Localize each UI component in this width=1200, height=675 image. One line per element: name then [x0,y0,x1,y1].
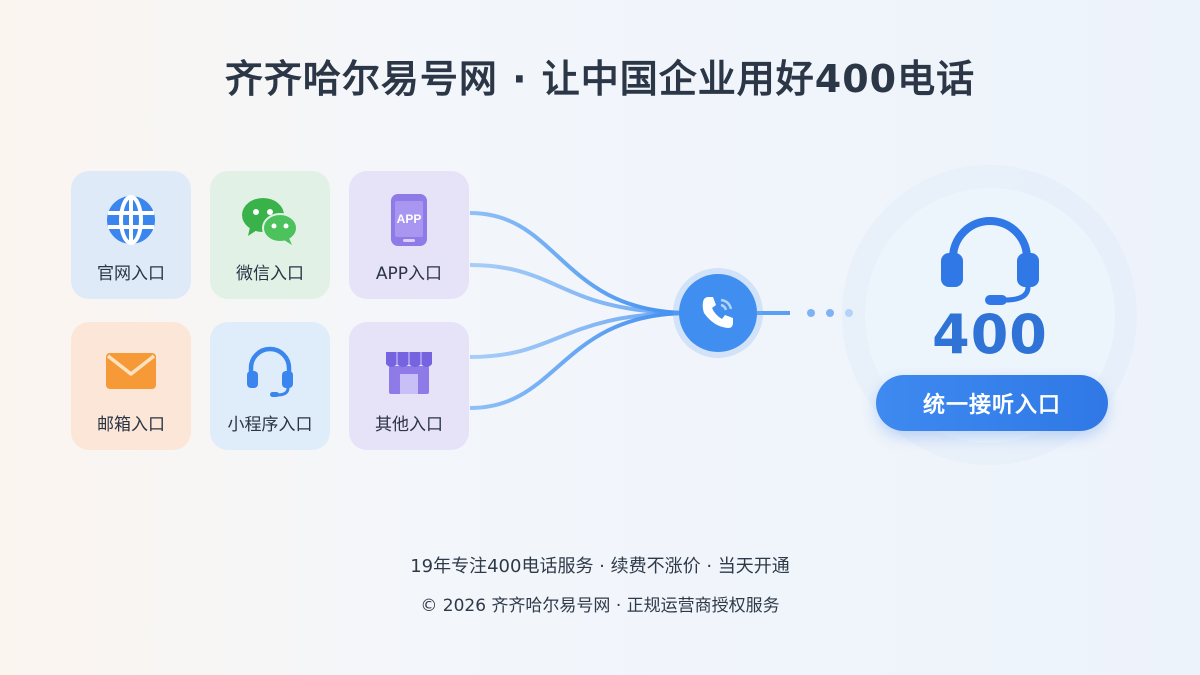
entry-label: APP入口 [375,264,443,284]
dot [807,309,815,317]
phone-icon [702,297,733,328]
entry-label: 官网入口 [97,264,165,284]
page-title: 齐齐哈尔易号网 · 让中国企业用好400电话 [224,57,976,101]
entry-miniprogram[interactable]: 小程序入口 [210,322,330,450]
unified-answer-button[interactable]: 统一接听入口 [876,375,1108,431]
connector-line [469,211,691,315]
entry-label: 微信入口 [236,264,304,284]
dot [826,309,834,317]
headset-icon [941,217,1039,305]
svg-text:APP: APP [397,212,422,226]
entry-wechat[interactable]: 微信入口 [210,171,330,299]
globe-icon [107,195,155,245]
entry-label: 小程序入口 [227,415,313,435]
entry-label: 其他入口 [375,415,443,435]
entry-label: 邮箱入口 [97,415,165,435]
app-phone-icon: APP [391,194,427,246]
connector-line [469,311,691,410]
footer-copyright: © 2026 齐齐哈尔易号网 · 正规运营商授权服务 [420,596,780,616]
connector-line [469,263,691,315]
footer-tagline: 19年专注400电话服务 · 续费不涨价 · 当天开通 [410,556,790,577]
wechat-icon [242,198,298,245]
connector-line [469,311,691,359]
envelope-icon [106,353,156,389]
entry-mail[interactable]: 邮箱入口 [71,322,191,450]
number-400: 400 [932,303,1048,366]
storefront-icon [386,352,432,394]
entry-web[interactable]: 官网入口 [71,171,191,299]
entry-app[interactable]: APP APP入口 [349,171,469,299]
headset-icon [247,346,293,397]
phone-hub [679,274,757,352]
entry-other[interactable]: 其他入口 [349,322,469,450]
